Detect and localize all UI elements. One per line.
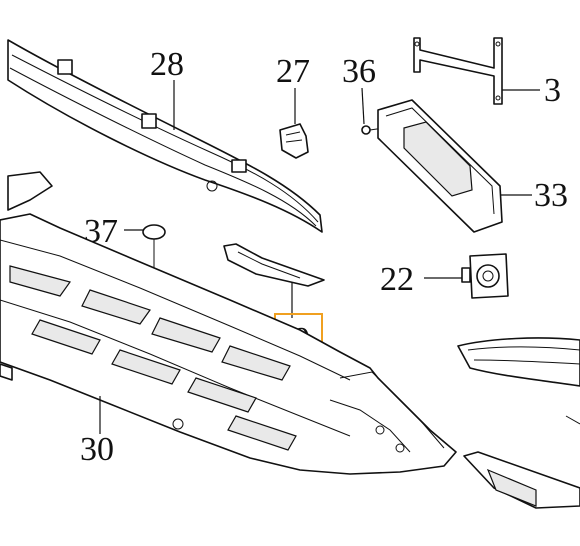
callout-27[interactable]: 27 (276, 53, 310, 90)
callout-30[interactable]: 30 (80, 431, 114, 468)
part-22-sensor[interactable] (461, 253, 509, 299)
callout-22[interactable]: 22 (380, 261, 414, 298)
part-28-bumper-trim[interactable] (7, 39, 323, 233)
part-3-bracket[interactable] (413, 37, 503, 105)
callout-33[interactable]: 33 (534, 177, 568, 214)
part-27-clip[interactable] (279, 123, 309, 159)
callout-28[interactable]: 28 (150, 46, 184, 83)
part-30-skid-plate[interactable] (0, 171, 457, 475)
callout-36[interactable]: 36 (342, 53, 376, 90)
callout-3[interactable]: 3 (544, 72, 561, 109)
part-partial-edge-line (565, 415, 580, 425)
part-29-trim-piece[interactable] (223, 243, 325, 287)
leader-line-36 (361, 87, 365, 125)
part-partial-fog-lamp-trim[interactable] (457, 337, 580, 387)
part-33-plate-holder[interactable] (377, 99, 503, 233)
part-partial-bracket-right[interactable] (463, 451, 580, 509)
